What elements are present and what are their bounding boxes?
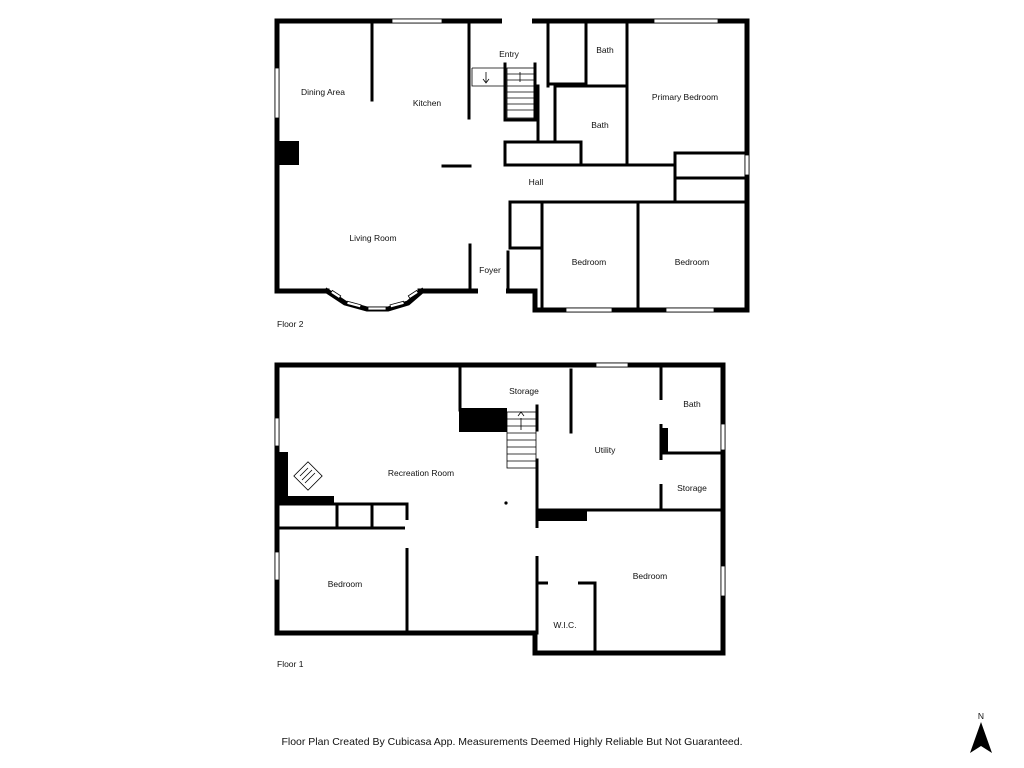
floor-2-plan: Dining Area Kitchen Entry Bath Primary B… [274,18,750,329]
room-bedroom-left: Bedroom [328,579,363,589]
floor-2-stairs [471,67,535,119]
floor-1-plan: Storage Recreation Room Utility Bath Sto… [274,362,726,669]
compass-label: N [978,711,984,721]
post-marker [504,501,508,505]
room-kitchen: Kitchen [413,98,442,108]
floor-1-label: Floor 1 [277,659,304,669]
north-arrow-icon: N [970,711,992,753]
room-dining-area: Dining Area [301,87,345,97]
room-utility: Utility [595,445,617,455]
floor-2-label: Floor 2 [277,319,304,329]
room-hall: Hall [529,177,544,187]
room-primary-bedroom: Primary Bedroom [652,92,718,102]
room-storage-top: Storage [509,386,539,396]
room-living-room: Living Room [349,233,396,243]
room-bath: Bath [683,399,701,409]
room-bedroom-right: Bedroom [633,571,668,581]
room-bath-mid: Bath [591,120,609,130]
fireplace-icon [293,461,323,491]
footer-disclaimer: Floor Plan Created By Cubicasa App. Meas… [281,736,743,748]
room-wic: W.I.C. [553,620,576,630]
room-bedroom-b: Bedroom [675,257,710,267]
floor-1-stairs [506,411,537,469]
room-entry: Entry [499,49,520,59]
room-storage-right: Storage [677,483,707,493]
room-recreation-room: Recreation Room [388,468,454,478]
room-foyer: Foyer [479,265,501,275]
room-bedroom-a: Bedroom [572,257,607,267]
room-bath-top: Bath [596,45,614,55]
